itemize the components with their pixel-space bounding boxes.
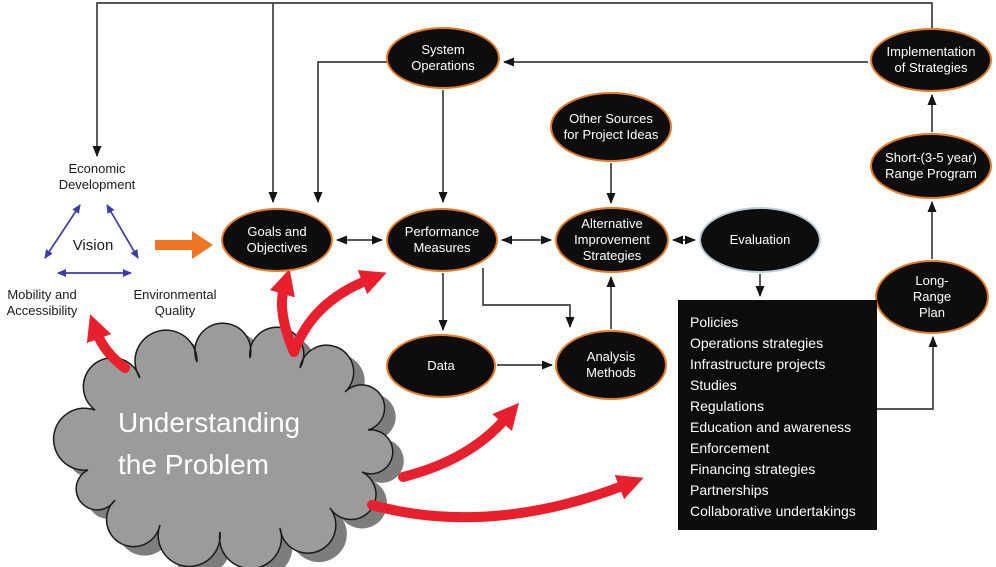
node-label: System Operations [411,41,475,73]
node-performance-measures: Performance Measures [386,208,498,272]
label-economic-development: Economic Development [58,161,136,192]
node-label: Performance Measures [404,223,480,255]
node-label: Data [427,357,455,373]
node-short-range-program: Short-(3-5 year) Range Program [870,133,992,199]
strategy-item: Regulations [690,398,764,414]
node-label: Short-(3-5 year) Range Program [885,149,977,181]
node-analysis-methods: Analysis Methods [555,330,667,400]
strategy-item: Infrastructure projects [690,356,826,372]
connector-lines [92,2,938,410]
connector-performance-to-analysis [482,268,575,328]
red-arrows [86,268,644,523]
red-arrow-to-goals [269,268,299,357]
node-data: Data [386,334,496,398]
connector-panel-to-longrange [877,336,938,410]
node-label: Implementation of Strategies [886,43,976,75]
triangle-left-arrow [44,204,81,259]
cloud-label: Understanding the Problem [118,407,301,480]
orange-flow-arrow [155,231,213,259]
node-evaluation: Evaluation [699,207,821,273]
node-goals-and-objectives: Goals and Objectives [221,208,333,272]
strategy-item: Collaborative undertakings [690,503,856,519]
label-vision: Vision [72,237,114,254]
strategy-item: Education and awareness [690,419,852,435]
red-arrow-to-performance [289,270,387,357]
node-label: Goals and Objectives [246,223,308,255]
strategy-item: Policies [690,314,739,330]
strategy-item: Operations strategies [690,335,824,351]
node-system-operations: System Operations [386,27,500,89]
cloud-body [52,322,394,567]
red-arrow-to-vision [86,314,130,373]
strategy-item: Enforcement [690,440,770,456]
strategies-panel: Policies Operations strategies Infrastru… [678,300,877,530]
red-arrow-to-analysis [398,402,520,482]
node-label: Other Sources for Project Ideas [563,110,659,142]
node-label: Alternative Improvement Strategies [574,215,650,264]
node-alternative-improvement-strategies: Alternative Improvement Strategies [555,207,669,273]
node-implementation-of-strategies: Implementation of Strategies [870,28,992,92]
connector-systemops-to-goals [313,61,388,203]
red-arrow-to-panel [367,475,644,523]
node-label: Long-Range Plan [912,272,952,321]
strategy-item: Financing strategies [690,461,816,477]
label-mobility-accessibility: Mobility and Accessibility [6,287,78,318]
cloud-shape [52,322,404,567]
connector-implementation-to-economic [92,2,933,157]
vision-triangle-arrows [44,204,139,277]
label-environmental-quality: Environmental Quality [133,287,217,318]
strategy-item: Partnerships [690,482,769,498]
strategy-item: Studies [690,377,737,393]
triangle-right-arrow [106,204,139,259]
node-label: Evaluation [729,231,791,247]
node-label: Analysis Methods [586,348,636,380]
node-other-sources: Other Sources for Project Ideas [550,92,672,162]
node-long-range-plan: Long-Range Plan [875,260,989,334]
